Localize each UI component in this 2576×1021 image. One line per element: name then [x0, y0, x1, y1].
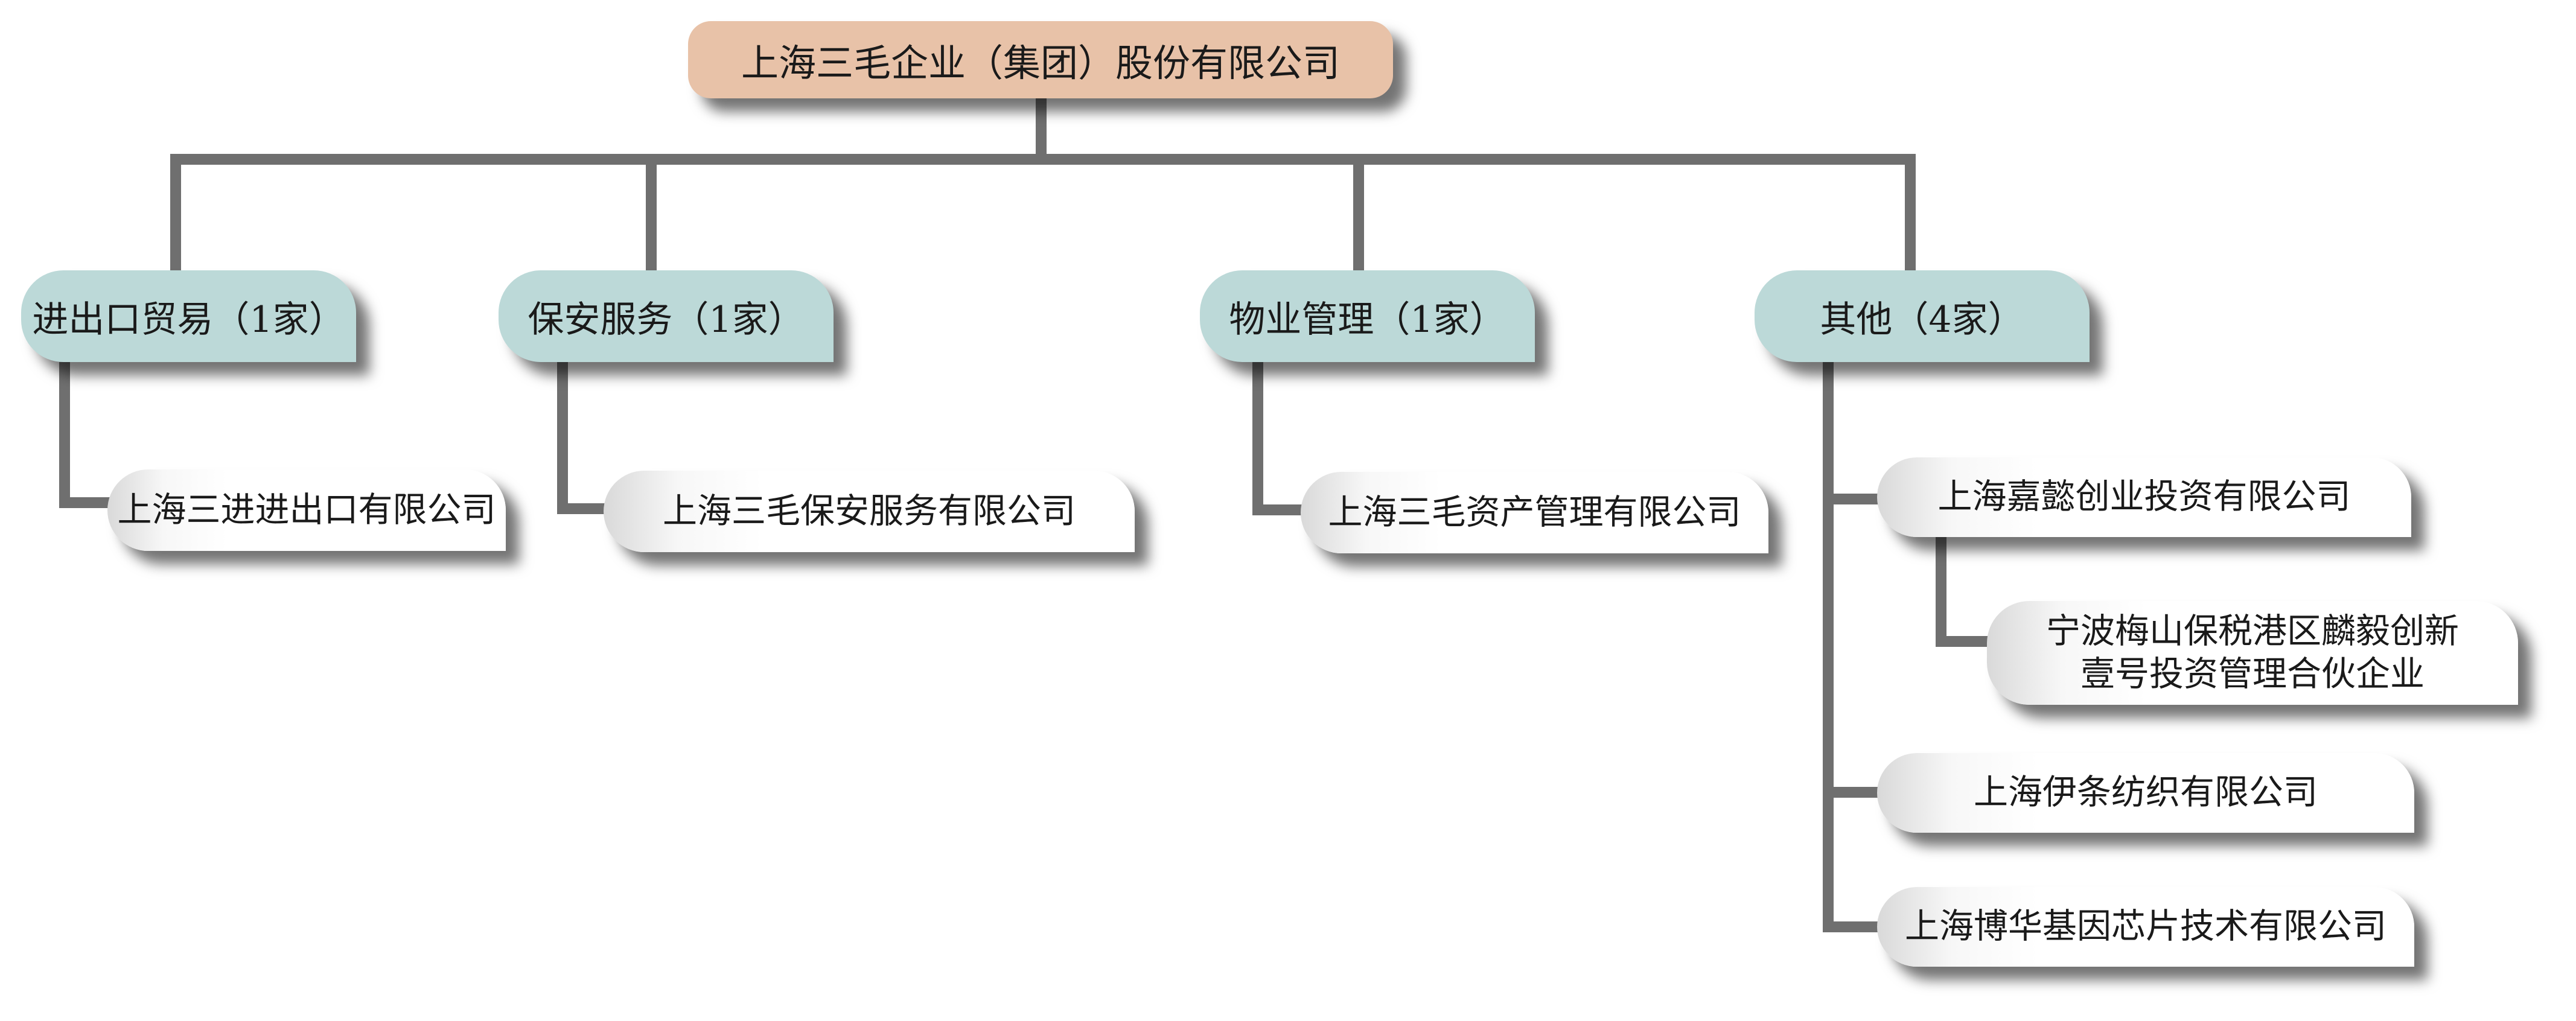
company-node: 上海伊条纺织有限公司 — [1877, 753, 2414, 833]
company-label: 上海三毛资产管理有限公司 — [1328, 492, 1741, 532]
category-label: 进出口贸易（1家） — [32, 298, 345, 341]
company-node: 宁波梅山保税港区麟毅创新 壹号投资管理合伙企业 — [1987, 601, 2518, 705]
root-node: 上海三毛企业（集团）股份有限公司 — [688, 21, 1393, 98]
company-label: 上海嘉懿创业投资有限公司 — [1937, 477, 2351, 517]
company-label: 上海伊条纺织有限公司 — [1974, 772, 2318, 813]
connector-cat3-branch — [1252, 504, 1307, 515]
company-label-multiline: 宁波梅山保税港区麟毅创新 壹号投资管理合伙企业 — [2046, 610, 2459, 696]
category-node-property: 物业管理（1家） — [1200, 270, 1535, 362]
company-label: 上海三毛保安服务有限公司 — [663, 491, 1076, 531]
connector-cat4-up — [1905, 154, 1916, 272]
connector-cat4-branch-4 — [1823, 921, 1883, 932]
connector-cat3-down — [1252, 362, 1263, 514]
company-label: 上海三进进出口有限公司 — [117, 489, 496, 530]
category-label: 保安服务（1家） — [528, 298, 805, 341]
connector-cat4-down — [1823, 362, 1834, 932]
category-label: 其他（4家） — [1820, 298, 2024, 341]
company-node: 上海嘉懿创业投资有限公司 — [1877, 457, 2411, 537]
company-label-line2: 壹号投资管理合伙企业 — [2080, 654, 2425, 694]
connector-sub-branch — [1936, 636, 1996, 647]
connector-root-down — [1036, 95, 1047, 162]
connector-horizontal-main — [170, 154, 1916, 165]
company-node: 上海三进进出口有限公司 — [107, 469, 506, 551]
company-node: 上海博华基因芯片技术有限公司 — [1877, 887, 2414, 967]
category-node-trade: 进出口贸易（1家） — [21, 270, 356, 362]
connector-cat2-up — [646, 154, 657, 272]
company-label: 上海博华基因芯片技术有限公司 — [1905, 906, 2386, 947]
root-node-label: 上海三毛企业（集团）股份有限公司 — [741, 41, 1340, 85]
category-node-security: 保安服务（1家） — [499, 270, 834, 362]
connector-cat1-up — [170, 154, 181, 272]
company-node: 上海三毛资产管理有限公司 — [1301, 472, 1768, 553]
company-label-line1: 宁波梅山保税港区麟毅创新 — [2046, 611, 2459, 651]
connector-sub-down — [1936, 537, 1946, 646]
connector-cat4-branch-1 — [1823, 494, 1883, 504]
connector-cat3-up — [1353, 154, 1364, 272]
connector-cat1-branch — [59, 497, 113, 508]
company-node: 上海三毛保安服务有限公司 — [604, 471, 1135, 552]
connector-cat2-branch — [557, 503, 611, 514]
connector-cat1-down — [59, 362, 70, 507]
category-label: 物业管理（1家） — [1229, 298, 1506, 341]
connector-cat2-down — [557, 362, 568, 513]
connector-cat4-branch-3 — [1823, 787, 1883, 798]
category-node-other: 其他（4家） — [1755, 270, 2090, 362]
